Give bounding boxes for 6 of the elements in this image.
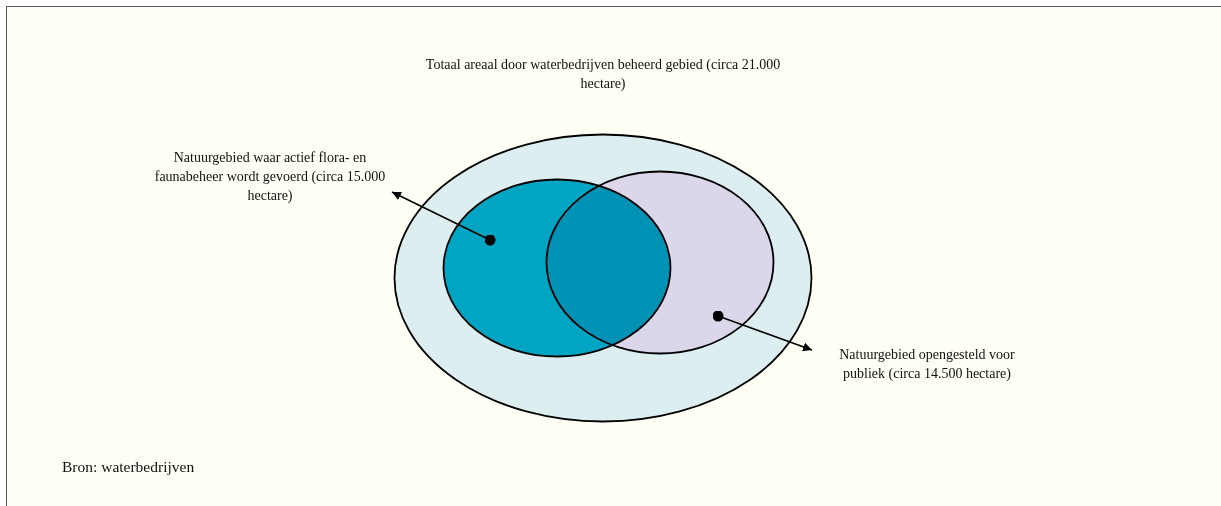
- region-title: Totaal areaal door waterbedrijven beheerd gebied (circa 21.000 hectare): [424, 56, 782, 93]
- callout-text: Natuurgebied waar actief flora- en faunabeheer wordt gevoerd (circa 15.000 hectare): [153, 149, 387, 205]
- callout-text: Natuurgebied opengesteld voor publiek (circa 14.500 hectare): [838, 346, 1016, 383]
- leader-arrow: [712, 310, 813, 352]
- leader-arrow: [391, 191, 496, 246]
- source-note: Bron: waterbedrijven: [62, 458, 195, 476]
